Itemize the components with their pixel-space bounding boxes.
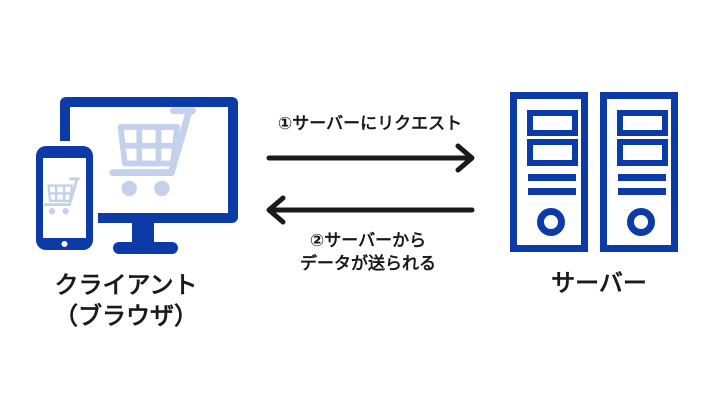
response-arrow-label: ②サーバーから データが送られる <box>300 229 436 275</box>
server-tower-icon <box>514 96 585 249</box>
response-arrow-icon <box>266 195 475 225</box>
smartphone-icon <box>31 141 98 255</box>
client-label-line1: クライアント <box>54 272 198 299</box>
response-arrow-label-line2: データが送られる <box>300 254 436 273</box>
request-arrow-icon <box>266 143 475 173</box>
server-rack-icon <box>514 96 675 249</box>
client-device-icon <box>31 97 238 255</box>
client-label: クライアント （ブラウザ） <box>54 270 198 332</box>
response-arrow-label-line1: ②サーバーから <box>309 231 427 250</box>
client-label-line2: （ブラウザ） <box>54 303 198 330</box>
server-tower-icon <box>604 96 675 249</box>
server-label: サーバー <box>551 270 647 297</box>
request-arrow-label: ①サーバーにリクエスト <box>277 114 463 133</box>
